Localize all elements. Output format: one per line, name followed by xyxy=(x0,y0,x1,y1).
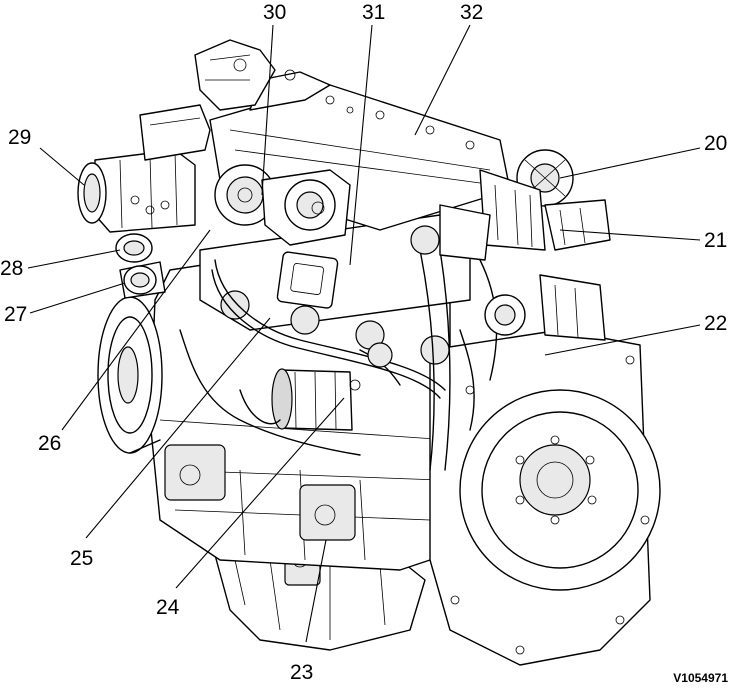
callout-32: 32 xyxy=(460,1,484,24)
callout-23: 23 xyxy=(290,661,314,684)
callout-28: 28 xyxy=(0,257,24,280)
callout-25: 25 xyxy=(70,547,94,570)
callout-20: 20 xyxy=(704,132,728,155)
callout-26: 26 xyxy=(38,432,62,455)
callout-29: 29 xyxy=(8,126,32,149)
callout-22: 22 xyxy=(704,312,728,335)
callout-21: 21 xyxy=(704,229,728,252)
callout-30: 30 xyxy=(263,1,287,24)
callout-27: 27 xyxy=(4,303,28,326)
engine-drawing xyxy=(77,39,661,666)
figure-reference: V1054971 xyxy=(673,671,728,685)
callout-31: 31 xyxy=(362,1,386,24)
callout-24: 24 xyxy=(156,596,180,619)
leader-lines xyxy=(27,24,701,643)
